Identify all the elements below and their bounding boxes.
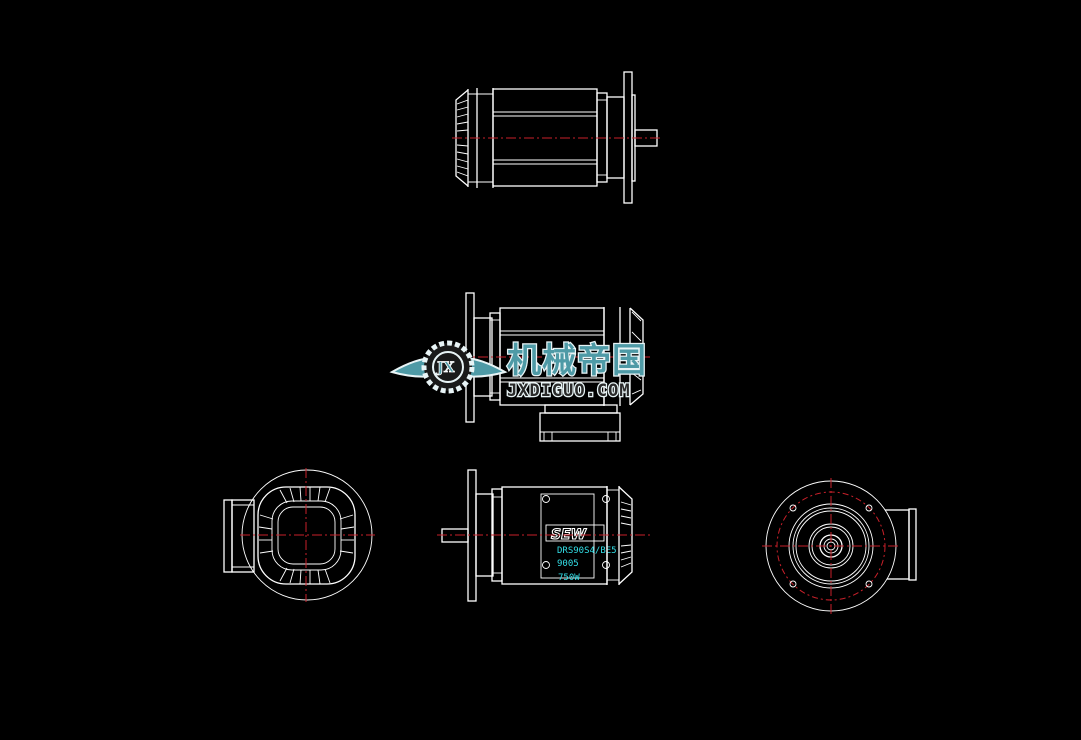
watermark-title: 机械帝国 xyxy=(507,341,647,381)
nameplate-model: DRS90S4/BE5 xyxy=(557,546,617,556)
side-view: SEW DRS90S4/BE5 9005 750W xyxy=(437,469,650,602)
right-end-view xyxy=(762,478,917,614)
top-view xyxy=(452,71,662,204)
front-view xyxy=(460,292,650,442)
nameplate-power: 750W xyxy=(558,573,580,583)
watermark-badge: JX xyxy=(435,360,455,376)
nameplate-color-code: 9005 xyxy=(557,559,579,569)
watermark-logo: JX 机械帝国 JXDIGUO.COM xyxy=(389,340,647,402)
left-end-view xyxy=(223,468,375,602)
watermark-site: JXDIGUO.COM xyxy=(507,381,631,401)
